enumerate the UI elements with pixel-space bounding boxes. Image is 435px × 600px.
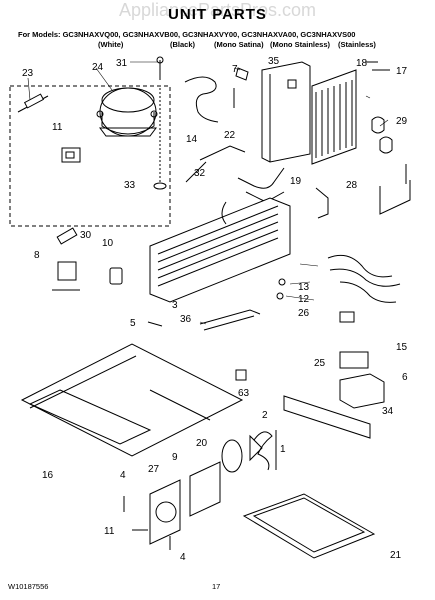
condenser-fan <box>221 430 277 473</box>
label-31: 31 <box>116 58 128 69</box>
page-title: UNIT PARTS <box>168 6 267 23</box>
screw-31 <box>156 56 164 80</box>
models-line: For Models: GC3NHAXVQ00, GC3NHAXVB00, GC… <box>18 30 356 39</box>
defrost-timer <box>52 261 80 291</box>
condenser-coil <box>311 69 357 165</box>
finish-mono-satina: (Mono Satina) <box>214 40 264 49</box>
finish-mono-stainless: (Mono Stainless) <box>270 40 331 49</box>
label-11b: 11 <box>104 526 115 537</box>
label-26: 26 <box>298 308 310 319</box>
label-13: 13 <box>298 282 310 293</box>
label-27: 27 <box>148 464 160 475</box>
label-63: 63 <box>238 388 250 399</box>
label-18: 18 <box>356 58 368 69</box>
label-8: 8 <box>34 250 40 261</box>
label-28: 28 <box>346 180 358 191</box>
start-relay <box>61 147 81 163</box>
evaporator-coil <box>149 197 291 303</box>
label-21: 21 <box>390 550 402 561</box>
label-30: 30 <box>80 230 92 241</box>
label-23: 23 <box>22 68 34 79</box>
tubing-7 <box>184 67 249 123</box>
label-6: 6 <box>402 372 408 383</box>
filter-drier <box>17 93 49 113</box>
label-11a: 11 <box>52 122 63 133</box>
label-25: 25 <box>314 358 326 369</box>
label-1: 1 <box>280 444 286 455</box>
label-29: 29 <box>396 116 408 127</box>
page-number: 17 <box>212 582 221 591</box>
finish-black: (Black) <box>170 40 196 49</box>
wire-harness <box>327 254 401 323</box>
finish-white: (White) <box>98 40 124 49</box>
label-34: 34 <box>382 406 394 417</box>
label-3: 3 <box>172 300 178 311</box>
label-35: 35 <box>268 56 280 67</box>
grommet <box>153 182 167 190</box>
label-33: 33 <box>124 180 136 191</box>
label-9: 9 <box>172 452 178 463</box>
label-15: 15 <box>396 342 408 353</box>
label-17: 17 <box>396 66 408 77</box>
label-22: 22 <box>224 130 236 141</box>
label-36: 36 <box>180 314 192 325</box>
finish-stainless: (Stainless) <box>338 40 376 49</box>
label-16: 16 <box>42 470 54 481</box>
label-12: 12 <box>298 294 310 305</box>
label-20: 20 <box>196 438 208 449</box>
label-5: 5 <box>130 318 136 329</box>
condenser-panel <box>261 61 311 163</box>
label-10: 10 <box>102 238 114 249</box>
label-4a: 4 <box>120 470 126 481</box>
doc-number: W10187556 <box>8 582 49 591</box>
drain-pan <box>242 493 376 559</box>
label-14: 14 <box>186 134 198 145</box>
compressor-group-box <box>9 85 171 227</box>
fan-shroud <box>149 461 221 545</box>
label-2: 2 <box>262 410 268 421</box>
label-19: 19 <box>290 176 302 187</box>
label-32: 32 <box>194 168 206 179</box>
label-24: 24 <box>92 62 104 73</box>
label-7: 7 <box>232 64 238 75</box>
compressor <box>96 87 158 137</box>
base-pan <box>20 343 244 457</box>
label-4b: 4 <box>180 552 186 563</box>
